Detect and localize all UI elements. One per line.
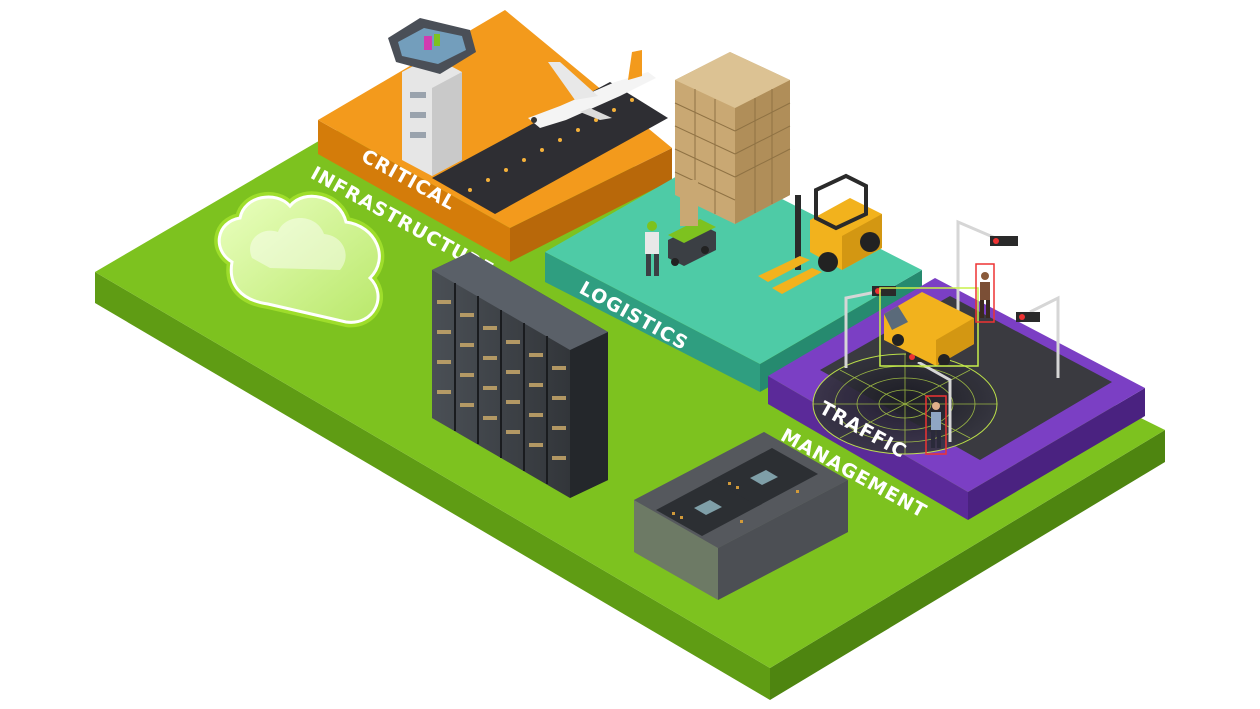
critical-platform-top xyxy=(318,10,672,228)
server-rack-icon xyxy=(432,252,608,498)
worker-icon xyxy=(645,221,659,276)
sensing-grid-lines xyxy=(813,354,997,454)
base-platform xyxy=(95,70,1165,700)
pedestrian-icon xyxy=(975,263,995,323)
traffic-platform-right-side xyxy=(968,388,1145,520)
logistics-platform-left-side xyxy=(545,252,760,392)
airplane-icon xyxy=(528,50,656,128)
runway xyxy=(432,82,668,214)
critical-infrastructure-platform: CRITICAL INFRASTRUCTURE xyxy=(307,10,672,281)
delivery-van-icon xyxy=(879,287,979,367)
runway-lights xyxy=(468,98,634,192)
base-platform-left-side xyxy=(95,272,770,700)
critical-platform-left-side xyxy=(318,120,510,262)
cloud-icon xyxy=(214,191,385,328)
critical-platform-right-side xyxy=(510,148,672,262)
base-platform-top xyxy=(95,70,1165,668)
robot-cart-icon xyxy=(668,180,716,266)
base-platform-right-side xyxy=(770,430,1165,700)
pallet-boxes-icon xyxy=(674,52,791,224)
pedestrian-icon xyxy=(925,395,947,455)
forklift-icon xyxy=(758,173,882,294)
logistics-platform-top xyxy=(545,160,922,364)
control-tower-icon xyxy=(388,18,476,176)
gpu-board-icon xyxy=(634,432,848,600)
